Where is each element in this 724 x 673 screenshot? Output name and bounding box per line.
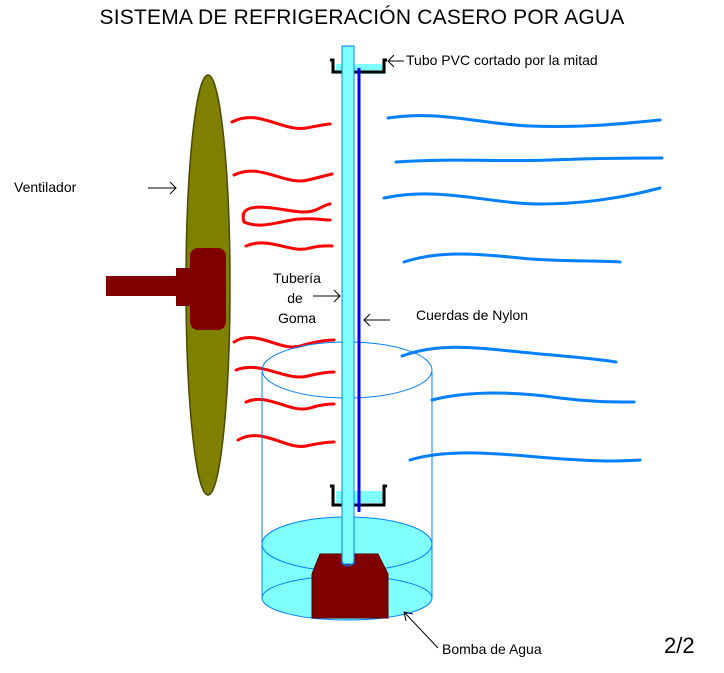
label-nylon-strings: Cuerdas de Nylon xyxy=(416,307,529,323)
rubber-tube-body xyxy=(341,45,355,565)
warm-air-wave xyxy=(244,241,334,251)
warm-air-wave xyxy=(232,336,336,349)
cool-air-waves xyxy=(382,114,664,463)
label-fan: Ventilador xyxy=(14,179,77,195)
arrow-pvc-tube xyxy=(387,54,404,68)
cool-air-wave xyxy=(430,391,636,404)
label-pvc-tube: Tubo PVC cortado por la mitad xyxy=(406,52,598,68)
fan-shaft xyxy=(106,276,186,296)
arrow-nylon xyxy=(363,313,390,327)
warm-air-wave xyxy=(241,202,332,227)
warm-air-wave xyxy=(236,434,336,448)
label-rubber-tube-line2: de xyxy=(287,290,303,306)
label-arrows xyxy=(148,54,439,649)
warm-air-wave xyxy=(234,365,336,379)
rubber-tube-end xyxy=(341,559,355,567)
cool-air-wave xyxy=(382,186,662,206)
label-rubber-tube-line3: Goma xyxy=(277,310,317,326)
cool-air-wave xyxy=(408,451,642,463)
warm-air-wave xyxy=(232,169,334,183)
diagram-title: SISTEMA DE REFRIGERACIÓN CASERO POR AGUA xyxy=(99,6,625,29)
label-rubber-tube: Tubería de Goma xyxy=(272,268,322,328)
fan-hub xyxy=(190,248,226,330)
container-bottom xyxy=(261,597,433,621)
label-water-pump: Bomba de Agua xyxy=(442,641,542,657)
arrow-pump xyxy=(403,611,439,649)
arrow-rubber-tube xyxy=(313,289,341,303)
label-rubber-tube-line1: Tubería xyxy=(273,270,321,286)
cool-air-wave xyxy=(402,252,622,264)
cool-air-wave xyxy=(400,345,618,364)
warm-air-waves xyxy=(230,116,336,448)
pvc-top-water xyxy=(336,64,386,74)
fan xyxy=(106,74,231,496)
page-number: 2/2 xyxy=(664,633,695,658)
arrow-fan xyxy=(148,181,177,195)
rubber-tube xyxy=(341,45,355,567)
warm-air-wave xyxy=(244,397,336,411)
warm-air-wave xyxy=(230,116,332,130)
cool-air-wave xyxy=(394,156,664,164)
cool-air-wave xyxy=(386,114,662,129)
water-pump xyxy=(311,553,389,619)
